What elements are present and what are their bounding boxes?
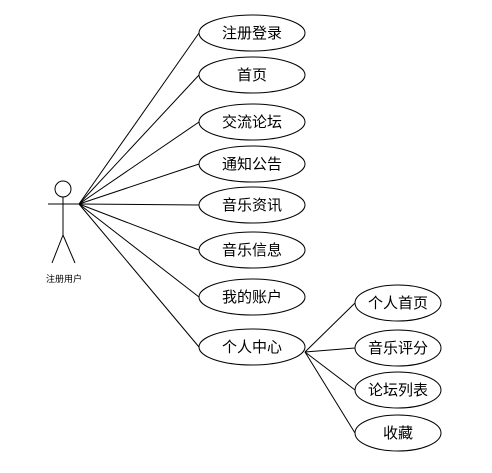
- connector-music-news: [78, 203, 200, 206]
- use-case-personal-center[interactable]: 个人中心: [198, 328, 306, 366]
- actor-figure: 注册用户: [46, 180, 82, 285]
- actor-label: 注册用户: [46, 273, 82, 285]
- actor-left-leg: [51, 234, 64, 264]
- use-case-music-info[interactable]: 音乐信息: [198, 231, 306, 269]
- connector-announcement: [78, 163, 200, 205]
- use-case-label-home: 首页: [237, 66, 267, 84]
- sub-use-case-personal-home[interactable]: 个人首页: [354, 284, 442, 322]
- sub-use-case-label-forum-list: 论坛列表: [368, 381, 428, 399]
- use-case-label-personal-center: 个人中心: [222, 338, 282, 356]
- connector-forum-list: [304, 351, 356, 391]
- connector-music-info: [78, 203, 200, 251]
- sub-connectors: [304, 302, 356, 434]
- use-case-label-music-info: 音乐信息: [222, 241, 282, 259]
- use-case-label-music-news: 音乐资讯: [222, 196, 282, 214]
- use-case-label-forum: 交流论坛: [222, 113, 282, 131]
- connector-forum: [78, 121, 200, 205]
- actor-connectors: [78, 32, 200, 348]
- sub-use-case-label-music-rating: 音乐评分: [368, 339, 428, 357]
- sub-use-case-music-rating[interactable]: 音乐评分: [354, 329, 442, 367]
- connector-personal-home: [304, 302, 356, 353]
- sub-use-case-label-personal-home: 个人首页: [368, 294, 428, 312]
- connector-personal-center: [78, 203, 200, 348]
- connector-favorites: [304, 351, 356, 434]
- actor-right-leg: [62, 234, 76, 264]
- actor-head: [54, 180, 72, 198]
- use-case-announcement[interactable]: 通知公告: [198, 145, 306, 183]
- connector-home: [78, 74, 200, 205]
- use-case-forum[interactable]: 交流论坛: [198, 103, 306, 141]
- sub-use-case-label-favorites: 收藏: [383, 424, 413, 442]
- sub-use-case-favorites[interactable]: 收藏: [354, 414, 442, 452]
- connector-register-login: [78, 32, 200, 205]
- use-case-music-news[interactable]: 音乐资讯: [198, 186, 306, 224]
- use-case-home[interactable]: 首页: [198, 56, 306, 94]
- use-case-register-login[interactable]: 注册登录: [198, 14, 306, 52]
- sub-use-case-forum-list[interactable]: 论坛列表: [354, 371, 442, 409]
- use-case-label-my-account: 我的账户: [222, 288, 282, 306]
- use-case-label-announcement: 通知公告: [222, 155, 282, 173]
- use-case-my-account[interactable]: 我的账户: [198, 278, 306, 316]
- use-case-label-register-login: 注册登录: [222, 24, 282, 42]
- connector-music-rating: [304, 347, 356, 353]
- connector-my-account: [78, 203, 200, 298]
